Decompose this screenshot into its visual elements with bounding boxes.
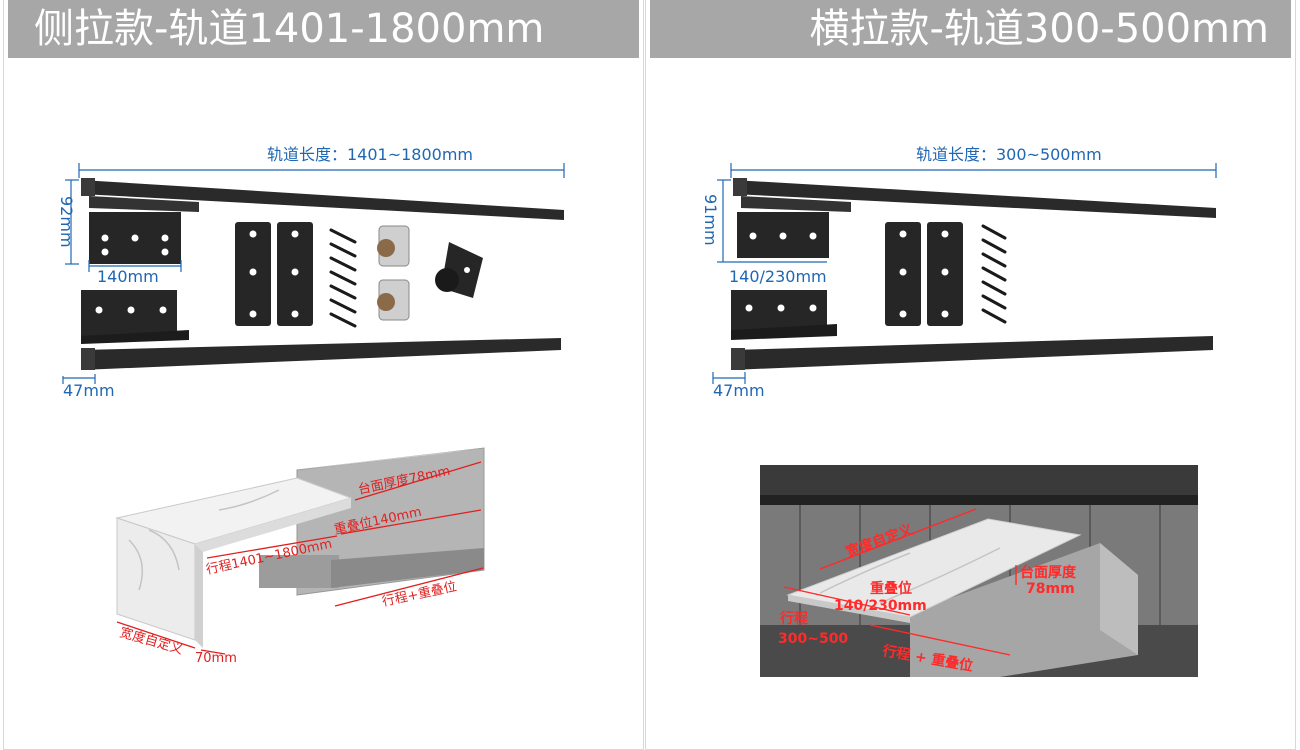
left-cabinet-diagram: 台面厚度78mm 重叠位140mm 行程1401~1800mm 行程+重叠位 宽… bbox=[115, 447, 485, 666]
right-photo-travel-value: 300~500 bbox=[778, 631, 848, 647]
right-hardware-kit-figure: 轨道长度：300~500mm 91mm 140/230mm bbox=[701, 145, 1217, 400]
left-bracket-width-label: 140mm bbox=[97, 267, 159, 286]
right-bracket-width-label: 140/230mm bbox=[729, 267, 827, 286]
lower-rail bbox=[731, 336, 1213, 370]
screws bbox=[329, 228, 357, 328]
flat-plates bbox=[885, 222, 963, 326]
right-height-label: 91mm bbox=[701, 194, 720, 246]
right-photo-thickness-label-2: 78mm bbox=[1026, 581, 1075, 597]
left-rail-width-label: 47mm bbox=[63, 381, 115, 400]
right-photo-overlap-label: 重叠位 bbox=[870, 580, 912, 597]
left-panel-title-text: 侧拉款-轨道1401-1800mm bbox=[34, 6, 545, 52]
right-photo-travel-label: 行程 bbox=[779, 610, 808, 627]
right-panel-title: 横拉款-轨道300-500mm bbox=[650, 0, 1291, 58]
left-hardware-kit-figure: 轨道长度：1401~1800mm 92mm 140mm bbox=[57, 145, 565, 400]
right-photo-thickness-label-1: 台面厚度 bbox=[1020, 564, 1077, 581]
flat-plates bbox=[235, 222, 313, 326]
right-photo-overlap-value: 140/230mm bbox=[834, 598, 927, 614]
left-panel-title: 侧拉款-轨道1401-1800mm bbox=[8, 0, 639, 58]
small-casters bbox=[377, 225, 410, 321]
lower-bracket bbox=[731, 290, 837, 340]
left-depth-label: 70mm bbox=[195, 651, 237, 666]
upper-bracket bbox=[737, 212, 829, 258]
left-height-label: 92mm bbox=[57, 196, 76, 248]
upper-rail bbox=[733, 178, 1216, 218]
left-track-length-label: 轨道长度：1401~1800mm bbox=[267, 145, 473, 164]
lower-rail bbox=[81, 338, 561, 370]
lower-bracket bbox=[81, 290, 189, 344]
left-travel-overlap-label: 行程+重叠位 bbox=[381, 578, 459, 609]
right-rail-width-label: 47mm bbox=[713, 381, 765, 400]
right-kitchen-island-photo: 宽度自定义 台面厚度 78mm 重叠位 140/230mm 行程 300~500… bbox=[760, 465, 1198, 677]
screws bbox=[981, 224, 1007, 324]
swivel-caster bbox=[435, 242, 483, 298]
upper-bracket bbox=[89, 212, 181, 264]
right-product-panel: 横拉款-轨道300-500mm 轨道长度：300~500mm 91mm 140/… bbox=[645, 0, 1296, 750]
right-panel-title-text: 横拉款-轨道300-500mm bbox=[809, 6, 1270, 52]
left-product-panel: 侧拉款-轨道1401-1800mm 轨道长度：1401~1800mm 92mm bbox=[3, 0, 644, 750]
upper-rail bbox=[81, 178, 564, 220]
right-track-length-label: 轨道长度：300~500mm bbox=[916, 145, 1102, 164]
